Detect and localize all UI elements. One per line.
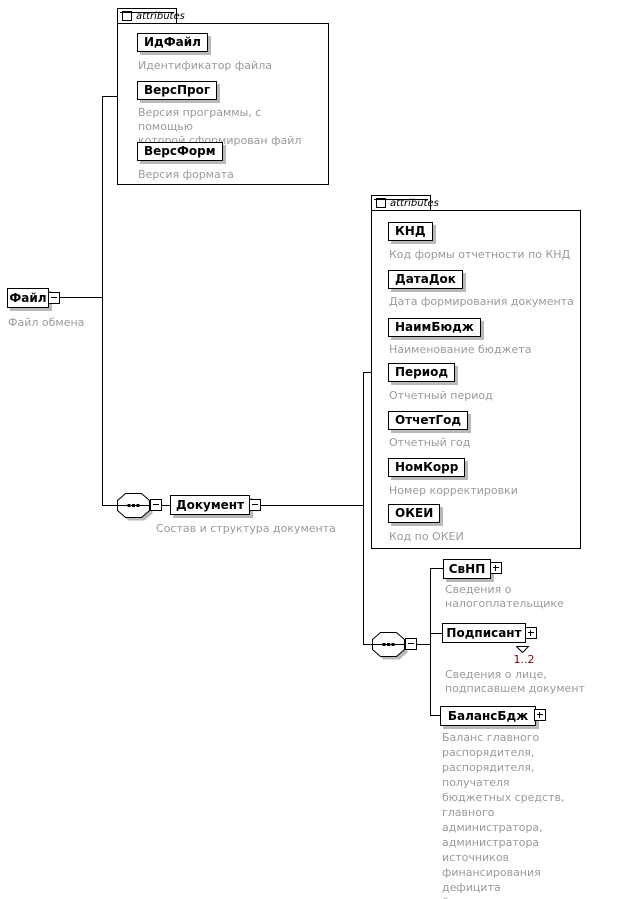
attribute-box-nomkorr[interactable]: НомКорр [388,458,466,477]
element-svnp-annotation: Сведения о налогоплательщике [445,583,564,610]
attributes-tab-document: attributes [371,195,439,211]
attribute-box-otchetgod[interactable]: ОтчетГод [388,411,469,430]
attribute-box-datadok[interactable]: ДатаДок [388,270,463,289]
element-dokument-annotation: Состав и структура документа [156,522,336,535]
connector-line [363,372,364,645]
attribute-box-period[interactable]: Период [388,363,456,382]
occurrence-label: 1..2 [513,653,535,666]
connector-line [363,372,371,373]
connector-line [60,297,102,298]
connector-line [102,96,103,506]
collapse-icon[interactable] [376,198,386,208]
attributes-label: attributes [136,10,185,22]
connector-line [430,715,440,716]
element-svnp[interactable]: СвНП [443,559,491,579]
element-balansbdzh[interactable]: БалансБдж [440,706,536,726]
attribute-desc-versform: Версия формата [138,168,234,181]
connector-line [102,505,117,506]
attribute-desc-nomkorr: Номер корректировки [389,484,518,497]
attribute-desc-datadok: Дата формирования документа [389,295,574,308]
attribute-box-idfajl[interactable]: ИдФайл [137,33,208,52]
connector-line [417,644,430,645]
connector-line [162,505,170,506]
element-podpisant[interactable]: Подписант [442,623,526,643]
element-dokument[interactable]: Документ [170,495,250,515]
collapse-icon[interactable] [122,11,132,21]
expand-icon[interactable] [525,627,537,639]
collapse-icon[interactable] [48,292,60,304]
attribute-box-okei[interactable]: ОКЕИ [388,504,441,523]
attribute-desc-idfajl: Идентификатор файла [138,59,272,72]
element-fajl-annotation: Файл обмена [8,316,85,329]
connector-line [430,633,442,634]
attribute-box-knd[interactable]: КНД [388,222,433,241]
sequence-icon [117,493,153,521]
attribute-desc-naimbyudzh: Наименование бюджета [389,343,532,356]
element-podpisant-annotation: Сведения о лице, подписавшем документ [445,668,585,695]
collapse-icon[interactable] [249,499,261,511]
expand-icon[interactable] [490,562,502,574]
attribute-desc-okei: Код по ОКЕИ [389,530,464,543]
expand-icon[interactable] [534,709,546,721]
connector-line [261,505,363,506]
attribute-desc-knd: Код формы отчетности по КНД [389,248,571,261]
element-balansbdzh-annotation: Баланс главного распорядителя, распоряди… [442,731,565,899]
connector-line [102,96,117,97]
attribute-desc-period: Отчетный период [389,389,493,402]
connector-line [363,644,372,645]
connector-line [430,568,431,716]
attributes-tab-file: attributes [117,8,185,24]
element-fajl[interactable]: Файл [7,288,49,308]
attribute-box-versprog[interactable]: ВерсПрог [137,81,218,100]
collapse-icon[interactable] [150,499,162,511]
repeat-notch-icon [516,646,530,654]
connector-line [430,568,443,569]
attributes-label: attributes [390,197,439,209]
attribute-box-versform[interactable]: ВерсФорм [137,142,223,161]
attribute-box-naimbyudzh[interactable]: НаимБюдж [388,318,481,337]
collapse-icon[interactable] [405,638,417,650]
attribute-desc-otchetgod: Отчетный год [389,436,471,449]
sequence-icon [372,632,408,660]
